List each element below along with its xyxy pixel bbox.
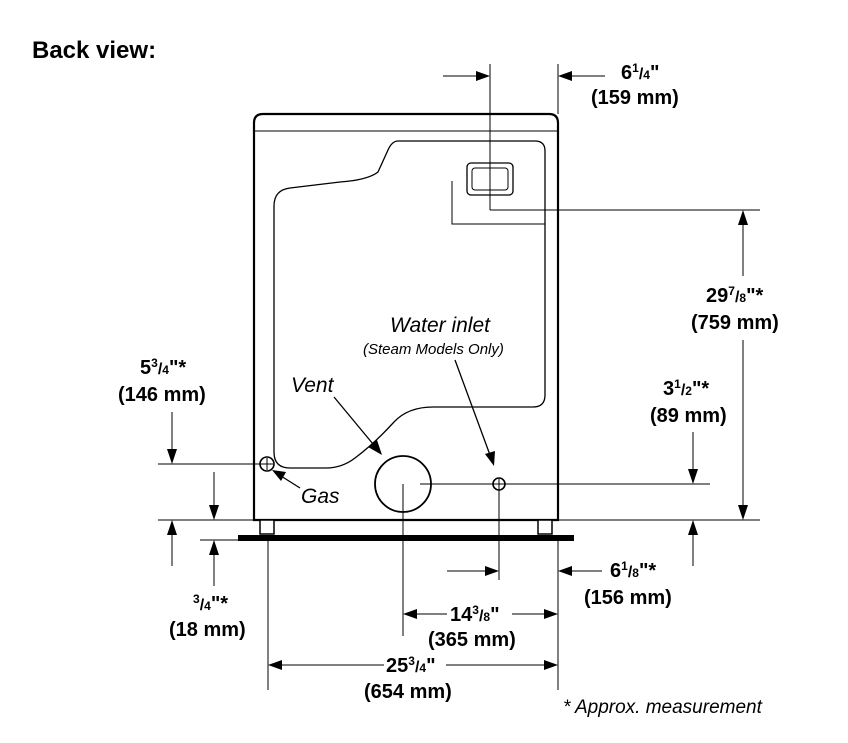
- steam-models-note: (Steam Models Only): [363, 341, 504, 358]
- svg-text:297/8"*: 297/8"*: [706, 284, 764, 307]
- svg-text:143/8": 143/8": [450, 603, 500, 626]
- svg-text:(89 mm): (89 mm): [650, 405, 727, 427]
- footnote: * Approx. measurement: [563, 697, 763, 718]
- water-inlet-label: Water inlet: [390, 314, 491, 337]
- dim-right-offset: 61/8"* (156 mm): [584, 559, 672, 609]
- rear-panel-outline: [273, 140, 546, 469]
- dim-vent-height: 31/2"* (89 mm): [650, 377, 727, 427]
- svg-text:(156 mm): (156 mm): [584, 587, 672, 609]
- extension-lines: [158, 64, 760, 690]
- svg-text:61/8"*: 61/8"*: [610, 559, 656, 582]
- page-title: Back view:: [32, 37, 156, 64]
- svg-text:253/4": 253/4": [386, 654, 436, 677]
- svg-text:(18 mm): (18 mm): [169, 619, 246, 641]
- dim-foot-height: 3/4"* (18 mm): [169, 592, 246, 641]
- dim-top-offset: 61/4" (159 mm): [591, 61, 679, 109]
- dim-height-total: 297/8"* (759 mm): [691, 284, 779, 334]
- dim-width-total: 253/4" (654 mm): [364, 654, 452, 703]
- dimension-arrows: [167, 71, 748, 670]
- leader-arrows: [272, 359, 495, 489]
- feet-and-base: [238, 519, 574, 541]
- svg-text:3/4"*: 3/4"*: [193, 592, 228, 615]
- svg-text:(146 mm): (146 mm): [118, 384, 206, 406]
- dim-vent-to-side: 143/8" (365 mm): [428, 603, 516, 651]
- svg-text:(365 mm): (365 mm): [428, 629, 516, 651]
- water-inlet-housing: [451, 162, 545, 225]
- svg-text:(159 mm): (159 mm): [591, 87, 679, 109]
- dryer-cabinet: [252, 112, 560, 522]
- svg-text:53/4"*: 53/4"*: [140, 356, 186, 379]
- svg-text:(759 mm): (759 mm): [691, 312, 779, 334]
- gas-label: Gas: [301, 485, 340, 508]
- vent-label: Vent: [291, 374, 335, 397]
- svg-text:61/4": 61/4": [621, 61, 659, 84]
- dim-gas-height: 53/4"* (146 mm): [118, 356, 206, 406]
- gas-connection: [259, 456, 275, 472]
- svg-text:(654 mm): (654 mm): [364, 681, 452, 703]
- svg-text:31/2"*: 31/2"*: [663, 377, 709, 400]
